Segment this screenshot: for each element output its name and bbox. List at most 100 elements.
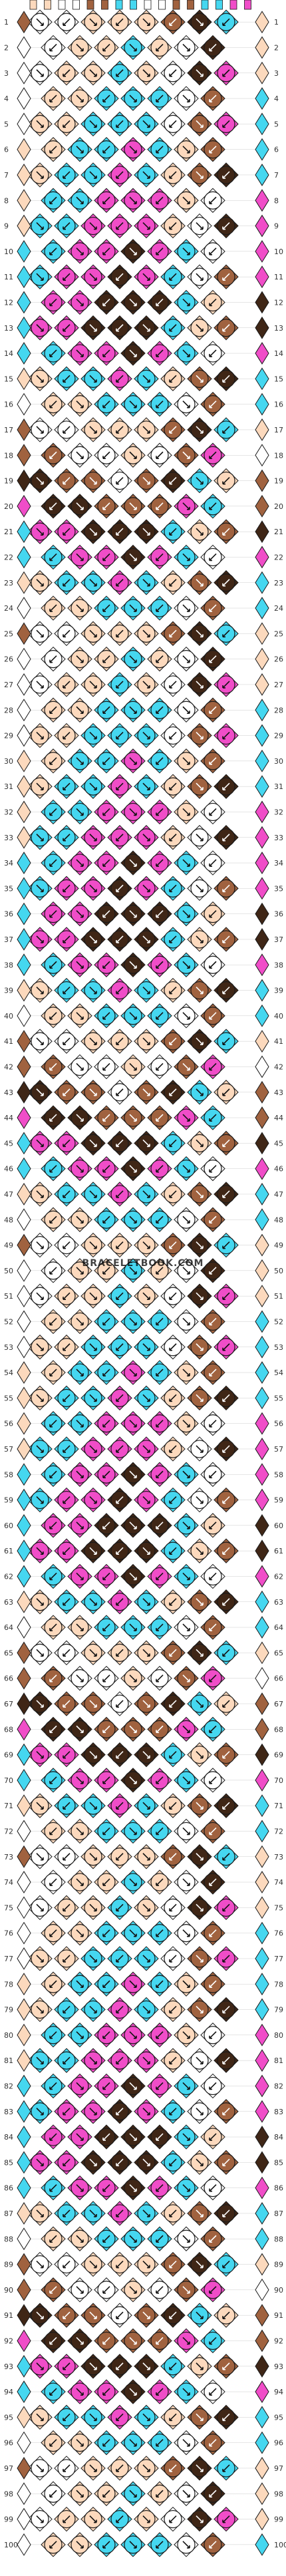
edge-string-left (17, 1259, 31, 1282)
row-number-right: 83 (274, 2108, 283, 2116)
arrow-head (200, 328, 204, 332)
knot-direction-arrow (156, 757, 164, 765)
arrow-head (94, 1245, 97, 1249)
knot-direction-arrow (102, 706, 110, 714)
knot-direction-arrow (142, 1394, 150, 1402)
knot-direction-arrow (36, 782, 44, 790)
knot-direction-arrow (182, 1929, 190, 1937)
knot-direction-arrow (116, 1343, 124, 1351)
knot-direction-arrow (142, 1445, 150, 1453)
arrow-head (63, 583, 66, 587)
knot-direction-arrow (142, 1598, 150, 1606)
edge-string-right (255, 699, 269, 722)
row-number-left: 47 (4, 1190, 13, 1199)
arrow-head (80, 659, 84, 663)
knot-direction-arrow (36, 1853, 44, 1861)
edge-string-left (17, 2023, 31, 2046)
row-number-left: 34 (4, 859, 13, 868)
row-number-left: 23 (4, 579, 13, 587)
knot-direction-arrow (209, 1368, 217, 1376)
row-number-right: 20 (274, 502, 283, 511)
knot-direction-arrow (196, 1445, 204, 1453)
knot-direction-arrow (49, 401, 57, 408)
arrow-head (187, 303, 190, 307)
edge-string-right (255, 1820, 269, 1843)
edge-string-right (255, 1947, 269, 1970)
arrow-head (49, 1832, 53, 1836)
arrow-head (116, 1245, 119, 1249)
knot-direction-arrow (209, 349, 217, 357)
arrow-head (200, 379, 204, 383)
knot-direction-arrow (142, 1955, 150, 1963)
knot-direction-arrow (102, 1012, 110, 1020)
knot-direction-arrow (209, 1623, 217, 1631)
knot-direction-arrow (182, 1114, 190, 1122)
row-number-right: 92 (274, 2336, 283, 2345)
knot-direction-arrow (36, 426, 44, 434)
arrow-head (169, 1959, 172, 1963)
edge-string-left (17, 1718, 31, 1741)
edge-string-left (17, 1208, 31, 1231)
row-number-left: 70 (4, 1776, 13, 1785)
arrow-head (209, 99, 212, 102)
knot-direction-arrow (169, 1955, 177, 1963)
knot-direction-arrow (49, 1165, 57, 1173)
knot-direction-arrow (89, 1598, 97, 1606)
knot-direction-arrow (89, 986, 97, 995)
arrow-head (49, 1577, 53, 1581)
knot-direction-arrow (36, 731, 44, 740)
arrow-head (116, 634, 119, 638)
arrow-head (102, 1373, 106, 1376)
arrow-head (187, 1577, 190, 1581)
knot-direction-arrow (129, 1215, 137, 1223)
string-start (229, 0, 237, 10)
arrow-head (169, 736, 172, 740)
row-number-right: 48 (274, 1215, 283, 1224)
knot-direction-arrow (49, 1522, 57, 1530)
knot-direction-arrow (196, 629, 204, 637)
knot-direction-arrow (142, 222, 150, 230)
knot-direction-arrow (76, 1929, 84, 1937)
arrow-head (169, 328, 172, 332)
knot-direction-arrow (209, 1827, 217, 1836)
arrow-head (116, 226, 119, 230)
edge-string-left (17, 546, 31, 569)
edge-string-left (17, 164, 31, 186)
knot-direction-arrow (182, 247, 190, 255)
arrow-head (147, 175, 150, 179)
arrow-head (169, 532, 172, 536)
string-start (115, 0, 123, 10)
arrow-head (94, 1297, 97, 1300)
arrow-head (147, 1959, 150, 1963)
arrow-head (94, 634, 97, 638)
knot-direction-arrow (222, 1903, 230, 1911)
row-number-left: 52 (4, 1317, 13, 1326)
knot-direction-arrow (156, 1368, 164, 1376)
arrow-head (94, 481, 97, 485)
arrow-head (94, 124, 97, 128)
arrow-head (147, 532, 150, 536)
knot-direction-arrow (63, 834, 71, 842)
arrow-head (94, 1042, 97, 1045)
knot-direction-arrow (169, 1190, 177, 1198)
knot-direction-arrow (89, 528, 97, 536)
arrow-head (116, 481, 119, 485)
arrow-head (134, 812, 137, 816)
arrow-head (116, 1347, 119, 1351)
arrow-head (49, 761, 53, 765)
arrow-head (49, 864, 53, 867)
arrow-head (102, 354, 106, 357)
row-number-right: 91 (274, 2311, 283, 2320)
knot-direction-arrow (169, 375, 177, 383)
arrow-head (94, 73, 97, 77)
knot-direction-arrow (156, 146, 164, 154)
arrow-head (49, 1169, 53, 1173)
edge-string-left (17, 1488, 31, 1512)
knot-direction-arrow (209, 1317, 217, 1326)
row-number-right: 88 (274, 2235, 283, 2243)
knot-direction-arrow (116, 629, 124, 637)
knot-direction-arrow (156, 196, 164, 204)
knot-direction-arrow (102, 1368, 110, 1376)
arrow-head (222, 1806, 225, 1810)
